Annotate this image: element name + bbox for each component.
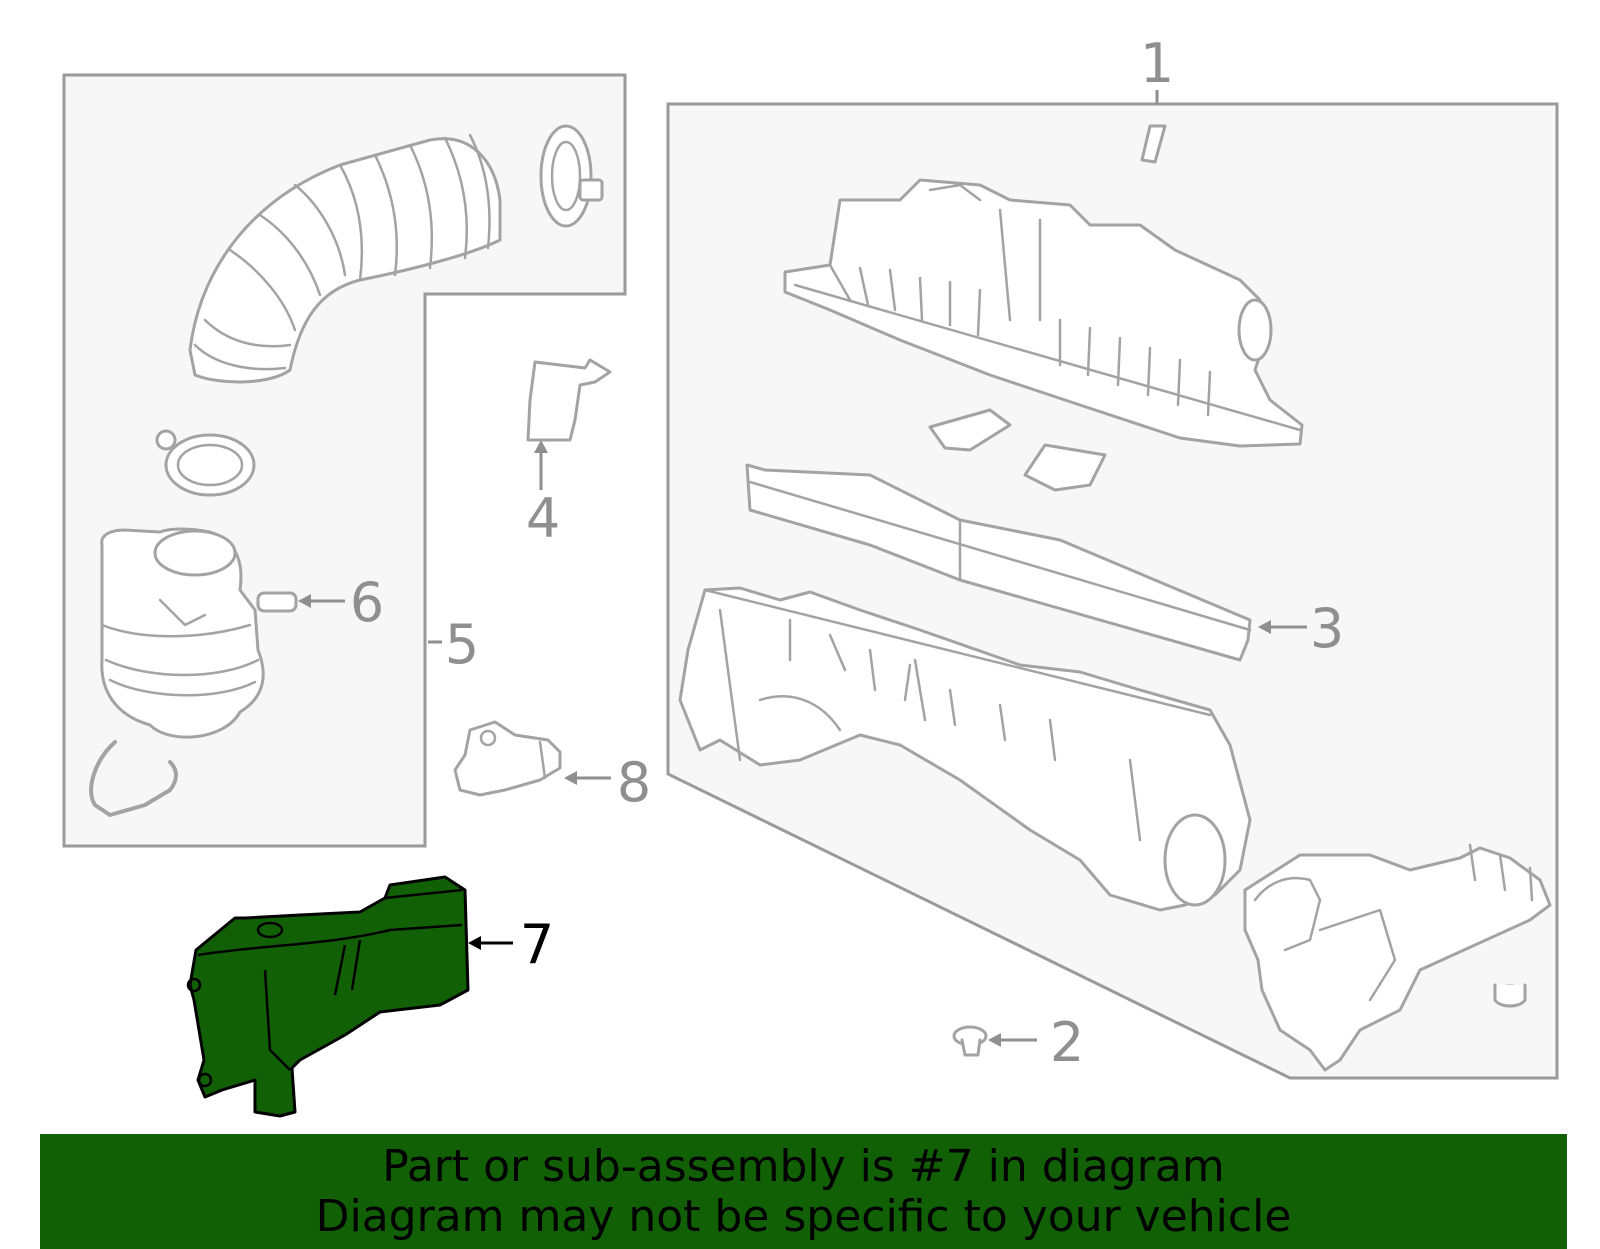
leader-7 — [468, 936, 513, 950]
leader-2 — [988, 1033, 1037, 1047]
leader-4 — [534, 440, 548, 490]
callout-7: 7 — [520, 913, 554, 976]
part-2-push-pin — [952, 1025, 988, 1057]
callout-5: 5 — [445, 613, 479, 676]
resonator-housing — [100, 527, 298, 739]
outlet-duct — [1243, 843, 1552, 1072]
air-cleaner-lower-housing — [678, 586, 1252, 912]
callout-8: 8 — [617, 751, 651, 814]
banner-line-1: Part or sub-assembly is #7 in diagram — [382, 1140, 1225, 1192]
part-4-sensor — [526, 358, 612, 442]
air-cleaner-cover — [783, 178, 1304, 448]
pin — [1140, 124, 1167, 164]
part-8-sensor — [453, 720, 562, 797]
callout-3: 3 — [1310, 597, 1344, 660]
grommet — [1493, 983, 1527, 1008]
gasket-a — [928, 408, 1012, 452]
hose-clamp-upper — [539, 124, 604, 228]
intake-hose — [188, 133, 502, 384]
banner-line-2: Diagram may not be specific to your vehi… — [315, 1190, 1292, 1242]
callout-1: 1 — [1140, 32, 1174, 95]
info-banner: Part or sub-assembly is #7 in diagram Di… — [40, 1134, 1567, 1249]
hose-clamp-lower — [155, 429, 256, 497]
part-7-highlighted — [186, 875, 470, 1118]
leader-6 — [298, 594, 345, 608]
gasket-b — [1023, 443, 1107, 492]
part-3-air-filter — [745, 463, 1252, 662]
wire-clip — [89, 740, 178, 817]
callout-6: 6 — [350, 571, 384, 634]
leader-8 — [564, 771, 611, 785]
callout-2: 2 — [1050, 1011, 1084, 1074]
leader-3 — [1258, 620, 1307, 634]
callout-4: 4 — [526, 487, 560, 550]
